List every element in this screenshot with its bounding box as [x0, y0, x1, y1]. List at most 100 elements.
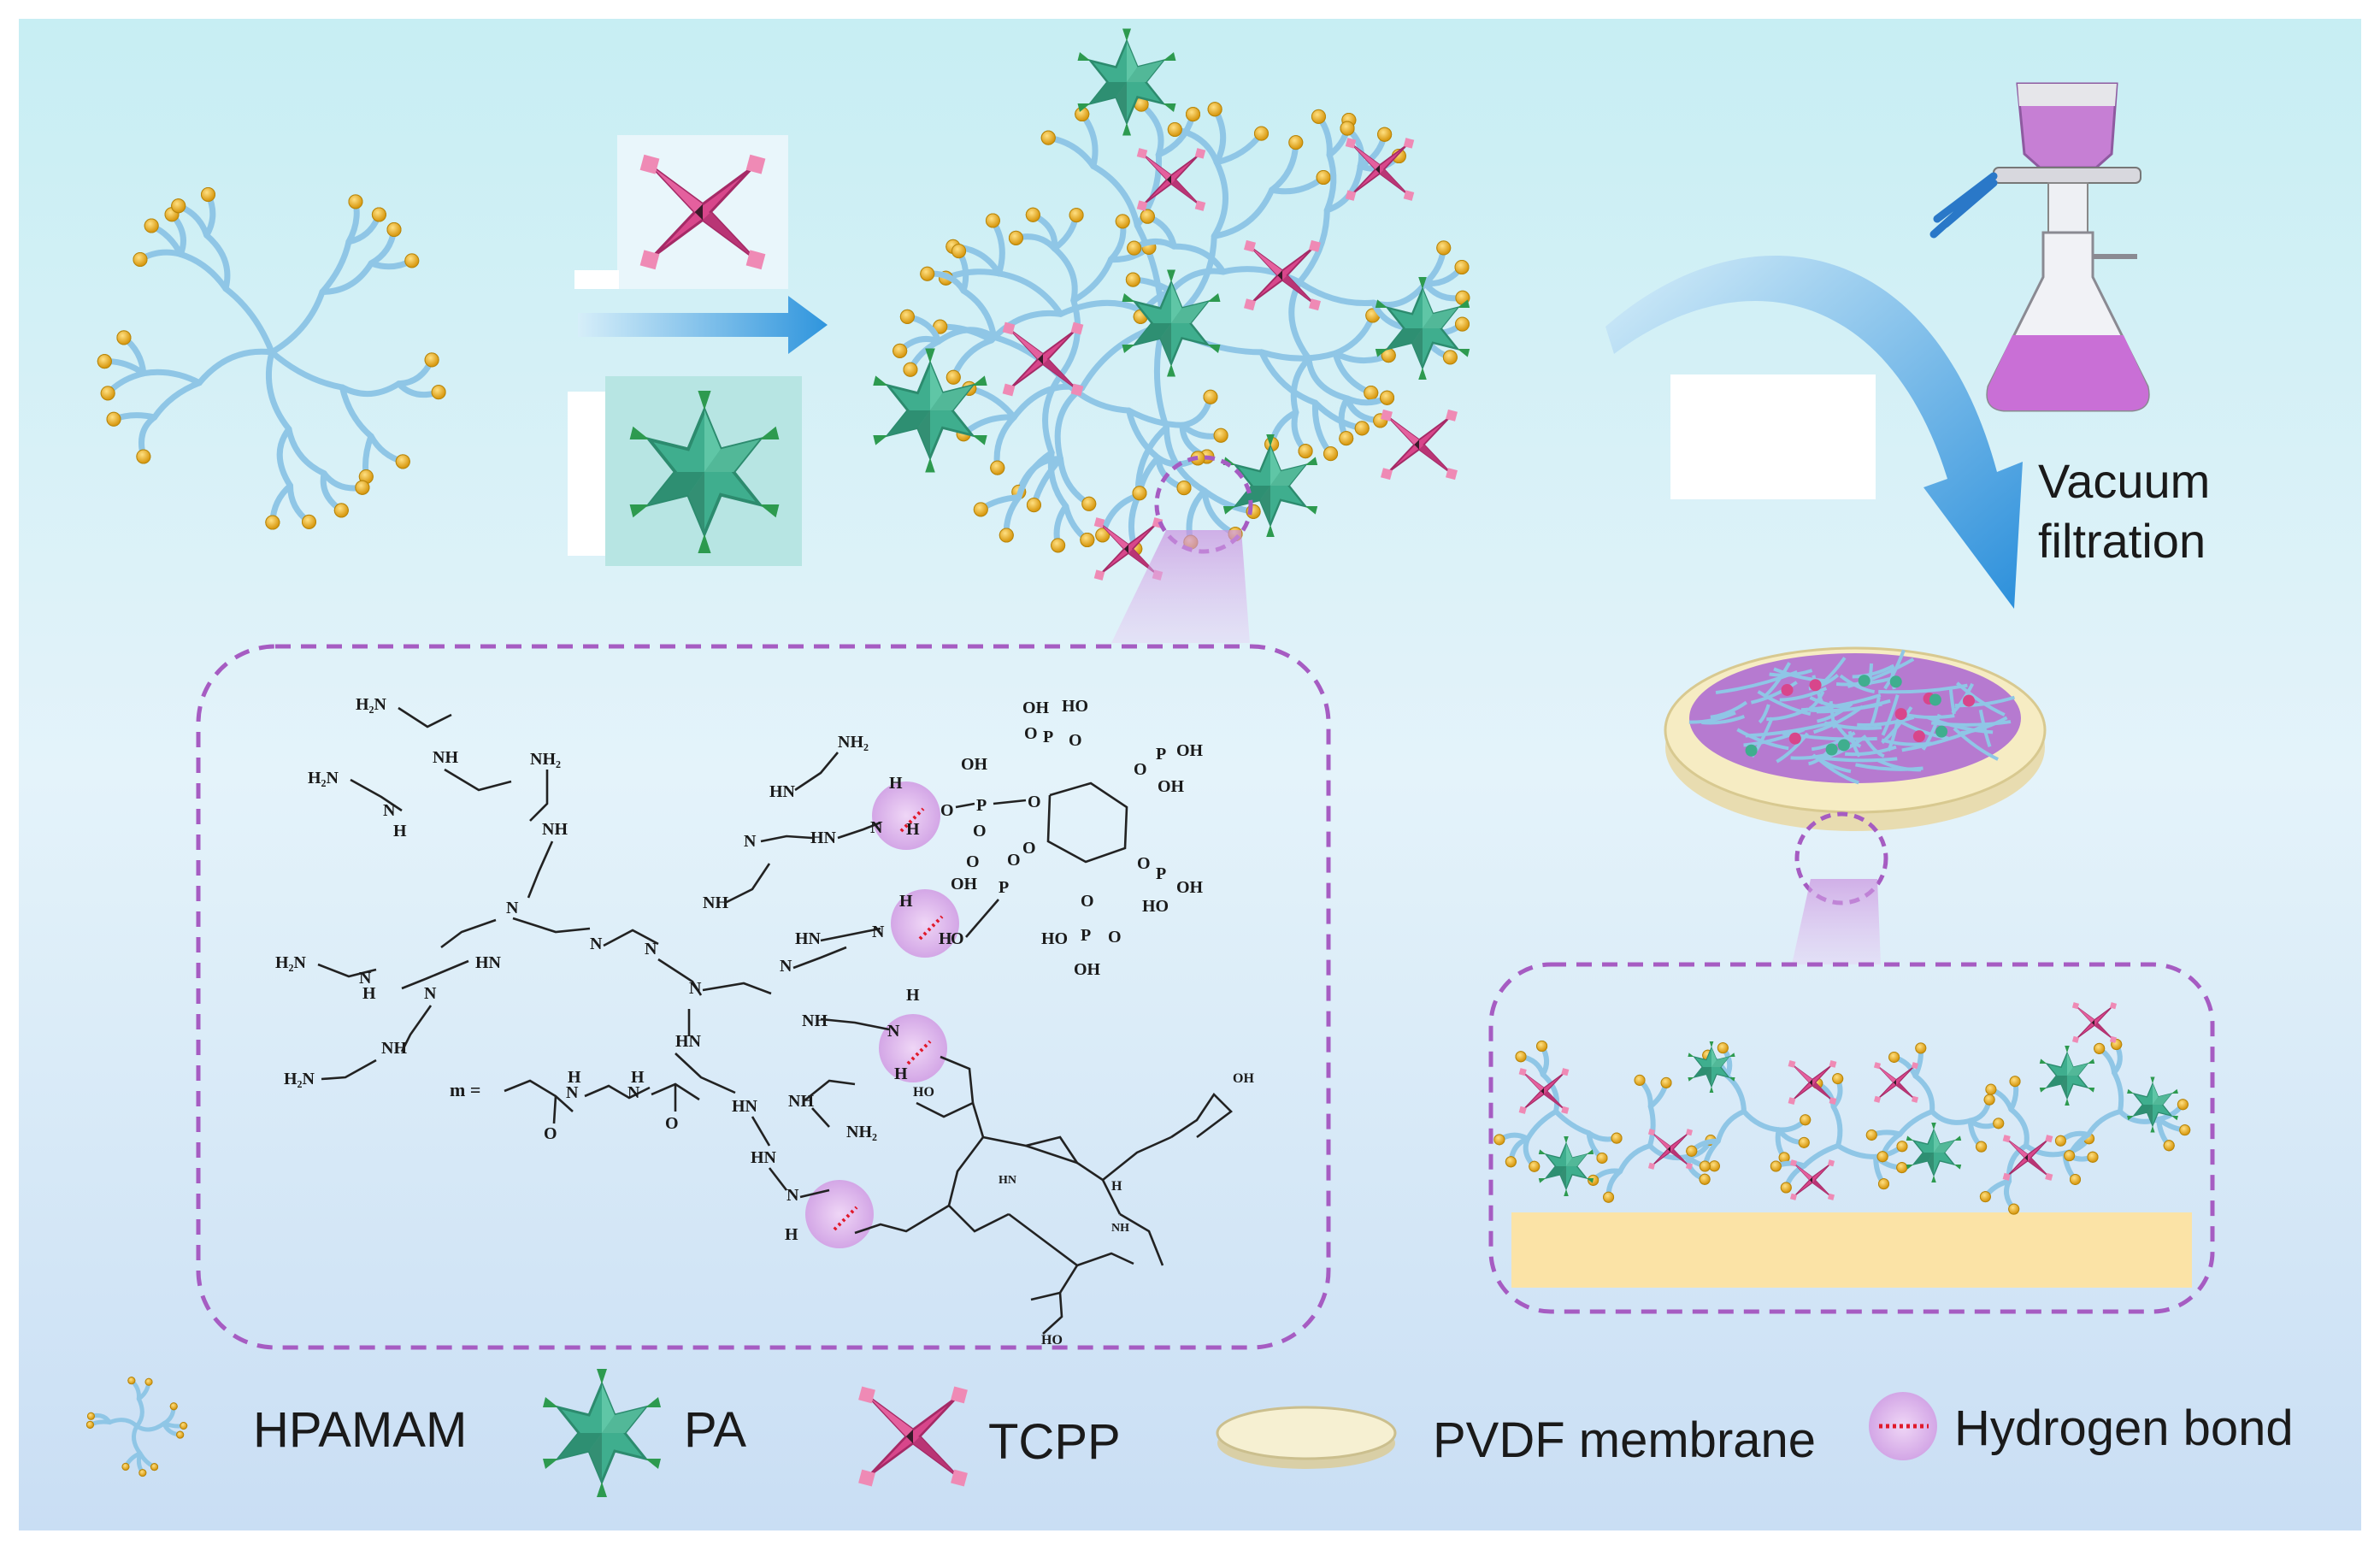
tcpp-dot — [1963, 694, 1976, 707]
amine-terminal — [1354, 421, 1370, 436]
amine-terminal — [1717, 1042, 1729, 1054]
bond — [820, 927, 881, 942]
atom-label: N — [870, 818, 883, 837]
amine-terminal — [1364, 385, 1379, 400]
bond — [760, 834, 813, 843]
amine-terminal — [1798, 1136, 1810, 1148]
dendrimer-branch — [1929, 1109, 1973, 1125]
bond — [724, 863, 771, 905]
dendrimer-branch — [1912, 1073, 1935, 1114]
membrane-fiber — [1951, 682, 1975, 715]
atom-label: N — [744, 832, 757, 851]
amine-terminal — [127, 1377, 136, 1385]
amine-terminal — [404, 253, 420, 268]
pa-box-mask — [568, 392, 605, 556]
amine-terminal — [1876, 1151, 1888, 1163]
atom-label: O — [544, 1124, 557, 1143]
dendrimer-branch — [134, 1396, 144, 1429]
dendrimer-branch — [2024, 1143, 2068, 1158]
tcpp-dot — [1912, 730, 1925, 743]
atom-label: m = — [450, 1079, 480, 1100]
dendrimer-branch — [268, 349, 345, 391]
atom-label: N — [872, 923, 885, 941]
membrane-fiber — [1764, 662, 1791, 697]
amine-terminal — [100, 386, 115, 401]
pa-dot — [1825, 743, 1838, 756]
amine-terminal — [1051, 538, 1066, 553]
bond — [552, 1095, 557, 1124]
atom-label: OH — [951, 875, 978, 893]
membrane-zoom-cone — [1792, 879, 1881, 964]
atom-label: NH — [542, 820, 568, 839]
atom-label: HO — [1142, 897, 1169, 916]
amine-terminal — [1865, 1129, 1877, 1141]
dendrimer-branch — [1540, 1071, 1560, 1114]
atom-label: P — [976, 796, 987, 815]
atom-label: OH — [1176, 878, 1204, 897]
amine-terminal — [144, 1377, 153, 1386]
amine-terminal — [395, 454, 410, 469]
dendrimer-branch — [319, 260, 374, 295]
atom-label: H — [889, 774, 903, 793]
amine-terminal — [1603, 1191, 1615, 1203]
atom-label: NH₂ — [838, 733, 869, 752]
amine-terminal — [1167, 121, 1182, 137]
legend-pa-label: PA — [684, 1402, 746, 1458]
dendrimer-branch — [988, 310, 1064, 344]
amine-terminal — [1207, 102, 1222, 117]
label-mask — [1670, 374, 1876, 499]
hydrogen-bond — [918, 915, 944, 941]
dendrimer-branch — [1525, 1109, 1558, 1142]
bond — [675, 1053, 736, 1094]
atom-label: HN — [475, 953, 502, 972]
amine-terminal — [1040, 130, 1056, 145]
membrane-fiber — [1845, 745, 1897, 757]
bond — [965, 899, 999, 938]
amine-terminal — [990, 460, 1005, 475]
composite-membrane-disc — [1664, 646, 2047, 831]
chemical-structure: H₂NNHH₂NHNNH₂NHNNHNH₂NHNNNHH₂NNNHNHNHNNH… — [275, 695, 1254, 1348]
atom-label: H — [362, 984, 376, 1003]
amine-terminal — [1115, 214, 1130, 229]
atom-label: H — [894, 1064, 908, 1083]
amine-terminal — [1298, 444, 1313, 459]
bond — [1025, 1144, 1078, 1165]
amine-terminal — [1780, 1182, 1792, 1194]
bond — [799, 1188, 830, 1199]
amine-terminal — [1993, 1118, 2005, 1129]
dendrimer-branch — [1211, 159, 1228, 239]
membrane-fiber — [1930, 720, 2012, 727]
dendrimer-branch — [1290, 355, 1312, 416]
bond — [401, 959, 469, 990]
bond — [398, 706, 452, 728]
membrane-fiber — [1743, 728, 1806, 747]
tcpp-dot — [1788, 732, 1801, 745]
bond — [350, 778, 403, 812]
membrane-fiber — [1839, 674, 1875, 694]
amine-terminal — [1340, 121, 1355, 136]
dendrimer-branch — [1042, 373, 1063, 456]
tcpp-dot — [1894, 708, 1907, 721]
atom-label: NH — [381, 1039, 407, 1058]
dendrimer-branch — [1897, 1109, 1935, 1137]
atom-label: P — [999, 878, 1009, 897]
atom-label: O — [940, 801, 954, 820]
dendrimer-branch — [339, 380, 402, 398]
membrane-fiber — [1817, 758, 1859, 785]
dendrimer-branch — [1070, 256, 1114, 304]
pvdf-substrate — [1511, 1212, 2192, 1288]
dendrimer-branch — [2008, 1106, 2029, 1148]
atom-label: HO — [1062, 697, 1088, 716]
membrane-fiber — [1773, 667, 1831, 683]
atom-label: N — [424, 984, 437, 1003]
amine-terminal — [386, 222, 402, 238]
membrane-fiber — [1710, 700, 1748, 719]
amine-terminal — [106, 411, 121, 427]
amine-terminal — [265, 515, 280, 530]
atom-label: N — [506, 899, 519, 917]
amine-terminal — [899, 309, 915, 324]
atom-label: OH — [1176, 741, 1204, 760]
amine-terminal — [1878, 1178, 1890, 1190]
atom-label: N — [780, 957, 792, 976]
